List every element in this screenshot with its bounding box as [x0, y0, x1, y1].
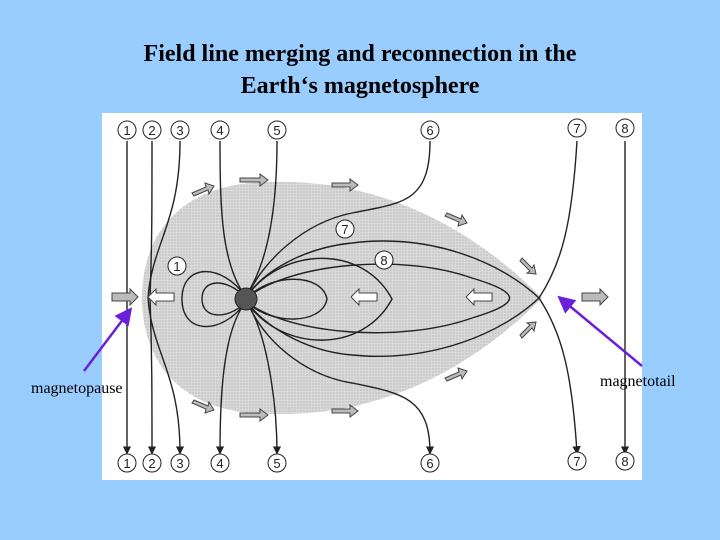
flow-arrow-top-4: [444, 212, 468, 227]
top-label-5: 5: [267, 120, 287, 140]
top-label-1: 1: [117, 120, 137, 140]
flow-arrow-bottom-2: [331, 404, 359, 418]
svg-text:6: 6: [426, 456, 433, 471]
flow-arrow-top-3: [191, 182, 215, 197]
dipole-loop-left-outer: [181, 271, 246, 328]
magnetotail-label: magnetotail: [600, 373, 676, 390]
slide-title: Field line merging and reconnection in t…: [0, 38, 720, 102]
bottom-label-5: 5: [267, 453, 287, 473]
magnetosphere-region: [142, 181, 542, 415]
bottom-label-7: 7: [567, 451, 587, 471]
bottom-label-2: 2: [142, 453, 162, 473]
svg-text:5: 5: [273, 123, 280, 138]
bottom-label-4: 4: [210, 453, 230, 473]
magnetopause-label: magnetopause: [31, 380, 123, 397]
field-line-7-inner-top: [247, 240, 540, 299]
flow-arrow-bottom-5: [519, 321, 537, 339]
svg-text:1: 1: [173, 259, 180, 274]
svg-text:8: 8: [380, 253, 387, 268]
svg-text:2: 2: [148, 456, 155, 471]
magnetotail-pointer-arrow: [557, 295, 643, 367]
title-line-1: Field line merging and reconnection in t…: [143, 41, 577, 67]
svg-text:6: 6: [426, 123, 433, 138]
svg-text:7: 7: [573, 121, 580, 136]
svg-text:4: 4: [216, 456, 223, 471]
flow-arrow-top-1: [239, 173, 269, 187]
earth: [234, 287, 258, 311]
top-label-7: 7: [567, 118, 587, 138]
svg-text:7: 7: [341, 222, 348, 237]
dipole-loop-right-outer: [247, 257, 393, 341]
field-line-4-top: [219, 140, 246, 298]
top-label-8: 8: [615, 118, 635, 138]
field-line-3: [147, 140, 185, 455]
flow-arrow-bottom-4: [444, 367, 468, 382]
svg-text:8: 8: [621, 454, 628, 469]
svg-text:8: 8: [621, 121, 628, 136]
flow-arrow-top-5: [519, 257, 537, 275]
title-line-2: Earth‘s magnetosphere: [240, 73, 480, 99]
svg-text:7: 7: [573, 454, 580, 469]
flow-arrow-inner: [350, 287, 378, 307]
flow-arrow-bottom-1: [239, 408, 269, 422]
bottom-label-8: 8: [615, 451, 635, 471]
top-label-3: 3: [170, 120, 190, 140]
svg-text:1: 1: [123, 123, 130, 138]
flow-arrow-tail: [465, 287, 493, 307]
svg-text:3: 3: [176, 123, 183, 138]
bottom-label-1: 1: [117, 453, 137, 473]
bottom-label-6: 6: [420, 453, 440, 473]
magnetopause-pointer-arrow: [83, 307, 133, 372]
flow-arrow-bottom-3: [191, 399, 215, 414]
top-label-6: 6: [420, 120, 440, 140]
field-line-5-top: [246, 140, 278, 295]
svg-text:3: 3: [176, 456, 183, 471]
magnetosphere-diagram: 1 2 3 4 5 6 7 8 1 2 3 4 5 6 7 8 1 7 8: [102, 113, 642, 480]
field-line-6-top: [247, 140, 431, 296]
flow-arrow-solar-wind: [111, 287, 139, 307]
inner-label-1: 1: [167, 256, 187, 276]
svg-text:4: 4: [216, 123, 223, 138]
dipole-loop-right: [247, 278, 328, 320]
svg-text:2: 2: [148, 123, 155, 138]
dipole-loop-left-inner: [201, 282, 246, 316]
bottom-label-3: 3: [170, 453, 190, 473]
svg-text:5: 5: [273, 456, 280, 471]
inner-label-7: 7: [335, 219, 355, 239]
field-line-6-bottom: [247, 302, 435, 455]
flow-arrow-dayside: [147, 287, 175, 307]
inner-label-8: 8: [374, 250, 394, 270]
svg-text:1: 1: [123, 456, 130, 471]
field-line-4-bottom: [215, 302, 246, 455]
field-line-8-closed: [247, 263, 510, 334]
top-label-4: 4: [210, 120, 230, 140]
flow-arrow-top-2: [331, 178, 359, 192]
field-line-diagram-svg: 1 2 3 4 5 6 7 8 1 2 3 4 5 6 7 8 1 7 8: [111, 118, 635, 473]
top-label-2: 2: [142, 120, 162, 140]
flow-arrow-tail-out: [581, 287, 609, 307]
